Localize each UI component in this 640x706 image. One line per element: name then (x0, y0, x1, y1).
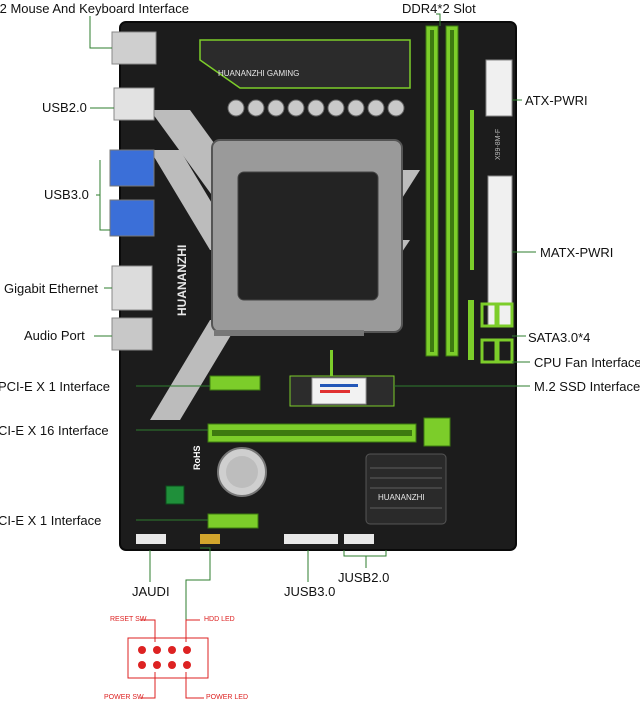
label-gigabit-ethernet: Gigabit Ethernet (4, 281, 98, 296)
label-cpu-fan: CPU Fan Interface (534, 355, 640, 370)
label-power-led: POWER LED (206, 694, 249, 701)
heatsink-brand: HUANANZHI GAMING (218, 69, 299, 78)
label-m2-ssd: M.2 SSD Interface (534, 379, 640, 394)
leader-lines (89, 13, 536, 620)
bottom-headers (136, 534, 374, 544)
label-matx-pwr: MATX-PWRI (540, 245, 614, 260)
front-panel-diagram (127, 619, 209, 699)
pcie-x1-slot-bottom (207, 513, 259, 529)
board-brand-vertical: HUANANZHI (175, 245, 189, 316)
label-pcie-x1-bottom: CI-E X 1 Interface (0, 513, 102, 528)
label-jusb2: JUSB2.0 (338, 570, 390, 585)
label-power-sw: POWER SW (104, 694, 144, 701)
pcie-x16-latch (423, 417, 451, 447)
label-hdd-led: HDD LED (204, 616, 235, 623)
label-pcie-x1-top: PCI-E X 1 Interface (0, 379, 110, 394)
pcie-x1-slot-top (209, 375, 261, 391)
sata-ports (480, 302, 514, 364)
usb30-port-a (109, 149, 155, 187)
ps2-port (111, 31, 157, 65)
usb30-port-b (109, 199, 155, 237)
ethernet-port (111, 265, 153, 311)
label-jusb3: JUSB3.0 (284, 584, 336, 599)
vrm-capacitors (227, 99, 405, 117)
label-audio-port: Audio Port (24, 328, 85, 343)
cpu-socket-lever (214, 330, 364, 336)
label-usb30: USB3.0 (44, 187, 89, 202)
audio-port-block (111, 317, 153, 351)
cpu-socket-cover (237, 171, 379, 301)
atx-power-connector (485, 59, 513, 117)
label-atx-pwr: ATX-PWRI (525, 93, 588, 108)
label-usb20: USB2.0 (42, 100, 87, 115)
chipset-brand: HUANANZHI (378, 493, 425, 502)
board-model: X99-8M-F (495, 129, 502, 160)
label-sata: SATA3.0*4 (528, 330, 591, 345)
label-jaudi: JAUDI (132, 584, 170, 599)
vrm-heatsink (199, 39, 411, 89)
label-reset-sw: RESET SW (110, 616, 147, 623)
label-ps2-interface: /2 Mouse And Keyboard Interface (0, 1, 189, 16)
pcb-green-trim (330, 110, 474, 380)
bios-chip (165, 485, 185, 505)
usb20-ports (113, 87, 155, 121)
label-ddr4-slot: DDR4*2 Slot (402, 1, 476, 16)
label-pcie-x16: CI-E X 16 Interface (0, 423, 109, 438)
rohs-mark: RoHS (192, 446, 202, 471)
matx-power-connector (487, 175, 513, 327)
